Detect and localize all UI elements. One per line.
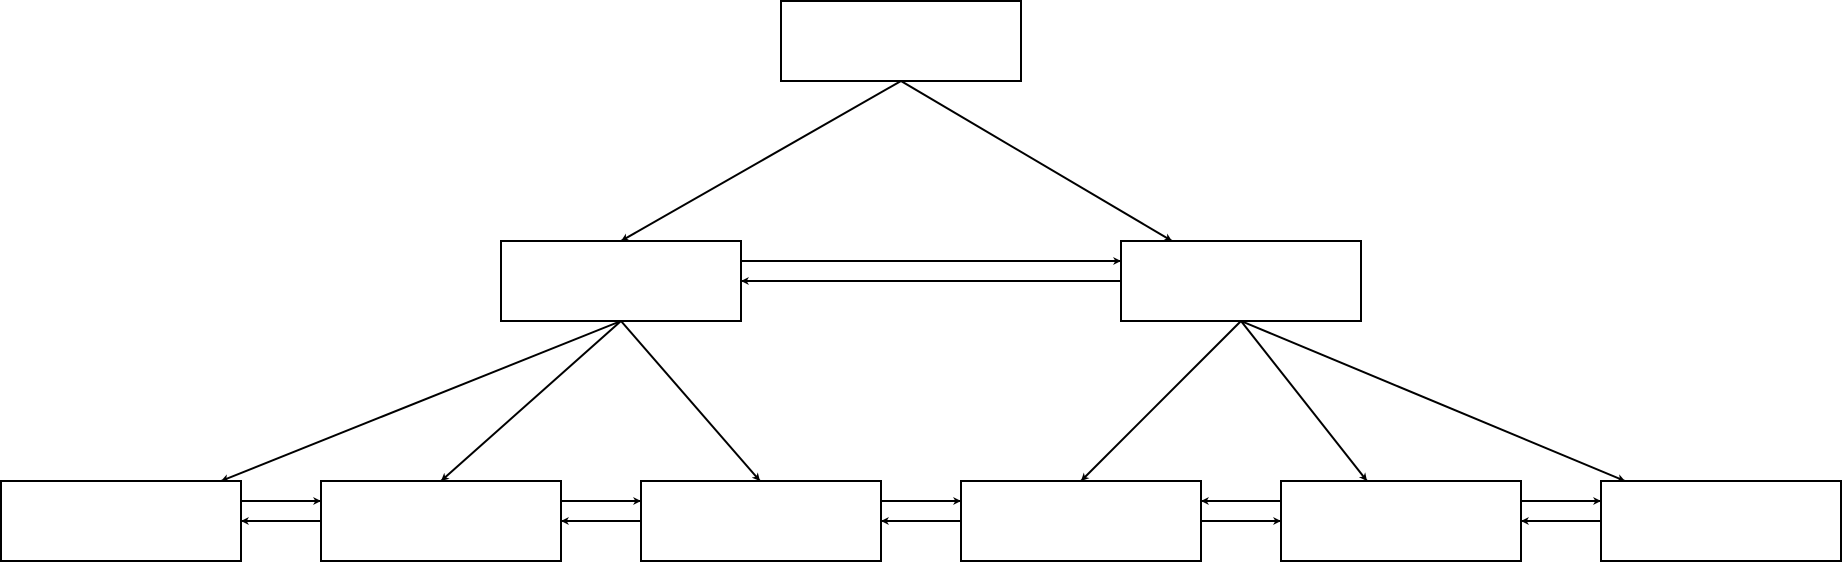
edge-root-to-mid-left: [620, 80, 902, 242]
node-leaf-5[interactable]: [1280, 480, 1522, 562]
edge-mid-right-to-leaf-5: [1240, 320, 1368, 482]
edge-mid-left-to-leaf-1: [220, 320, 622, 482]
node-box[interactable]: [500, 240, 742, 322]
node-leaf-3[interactable]: [640, 480, 882, 562]
edge-mid-right-to-leaf-4: [1080, 320, 1242, 482]
edge-mid-left-to-leaf-2: [440, 320, 622, 482]
edges-layer: [220, 80, 1626, 525]
node-box[interactable]: [1120, 240, 1362, 322]
node-box[interactable]: [960, 480, 1202, 562]
edge-root-to-mid-right: [900, 80, 1173, 242]
node-box[interactable]: [640, 480, 882, 562]
node-box[interactable]: [320, 480, 562, 562]
node-leaf-1[interactable]: [0, 480, 242, 562]
node-leaf-2[interactable]: [320, 480, 562, 562]
node-box[interactable]: [1280, 480, 1522, 562]
node-box[interactable]: [0, 480, 242, 562]
node-box[interactable]: [1600, 480, 1842, 562]
edge-mid-right-to-leaf-6: [1240, 320, 1626, 482]
node-root[interactable]: [780, 0, 1022, 82]
node-leaf-6[interactable]: [1600, 480, 1842, 562]
edge-mid-left-to-leaf-3: [620, 320, 761, 482]
node-mid-right[interactable]: [1120, 240, 1362, 322]
node-leaf-4[interactable]: [960, 480, 1202, 562]
node-box[interactable]: [780, 0, 1022, 82]
node-mid-left[interactable]: [500, 240, 742, 322]
